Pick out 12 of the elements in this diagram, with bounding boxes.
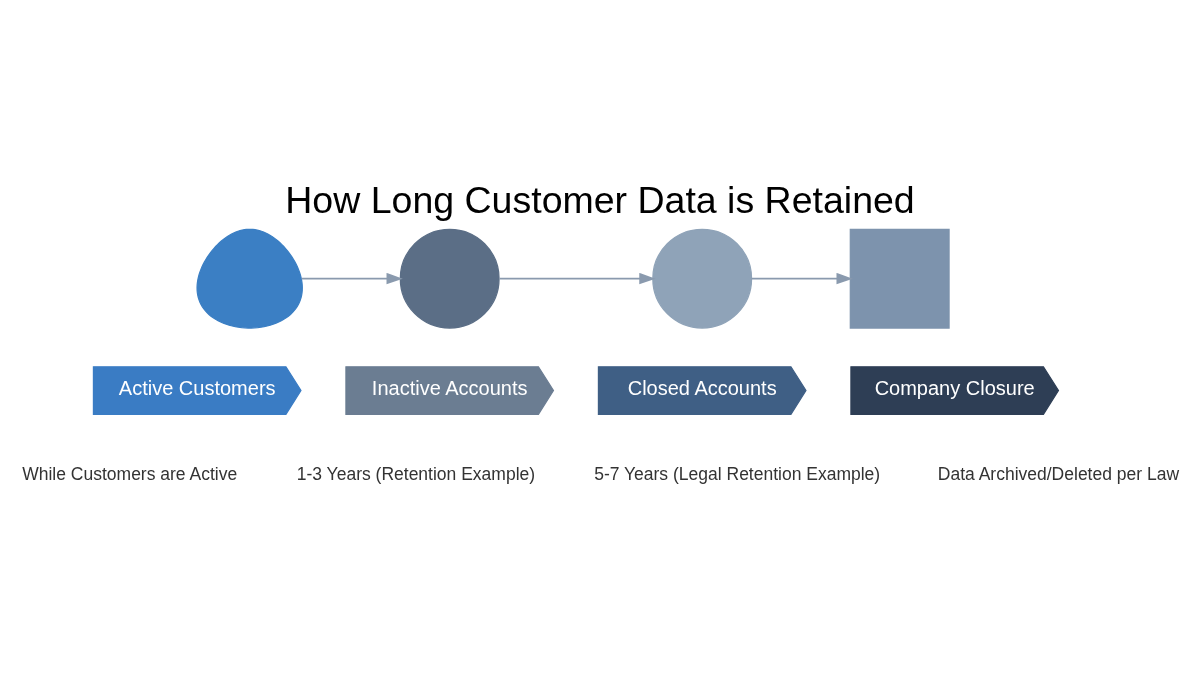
node-circle (399, 228, 500, 329)
node-label: 5-7 Years (Legal Retention Example) (594, 463, 881, 484)
node-label: Data Archived/Deleted per Law (937, 463, 1180, 484)
node-label: 1-3 Years (Retention Example) (296, 463, 536, 484)
node-label: While Customers are Active (22, 463, 238, 484)
node-box (849, 228, 950, 329)
diagram-title: How Long Customer Data is Retained (285, 178, 915, 221)
arrow (498, 272, 656, 284)
node-circle (652, 228, 753, 329)
arrow (300, 272, 403, 284)
arrow (750, 272, 853, 284)
node-person (196, 228, 303, 329)
